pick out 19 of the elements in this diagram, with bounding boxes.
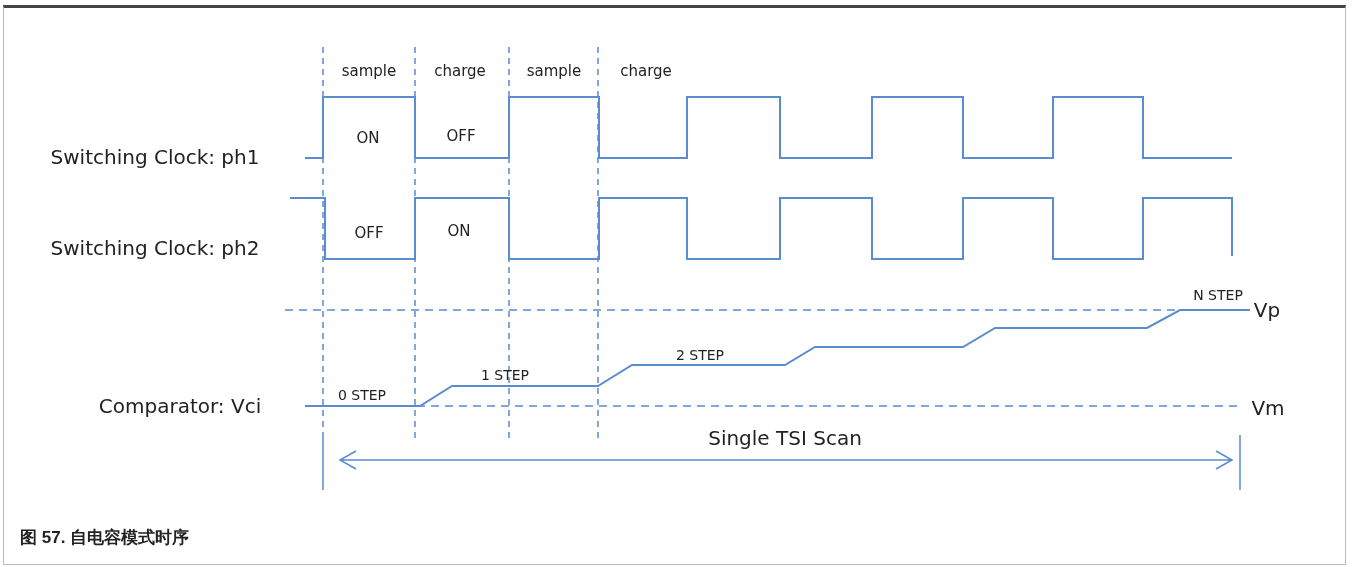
step-label: N STEP bbox=[1193, 287, 1243, 303]
step-label: 2 STEP bbox=[675, 347, 725, 363]
figure-caption: 图 57. 自电容模式时序 bbox=[20, 527, 190, 549]
signal-label: Comparator: Vci bbox=[98, 394, 262, 418]
state-label: ON bbox=[356, 129, 380, 147]
signal-label: Switching Clock: ph2 bbox=[50, 236, 260, 260]
voltage-label: Vm bbox=[1251, 396, 1285, 420]
phase-label: charge bbox=[434, 62, 486, 80]
phase-label: sample bbox=[341, 62, 397, 80]
dimension-label: Single TSI Scan bbox=[708, 426, 862, 450]
state-label: ON bbox=[447, 222, 471, 240]
phase-label: charge bbox=[620, 62, 672, 80]
state-label: OFF bbox=[354, 224, 384, 242]
voltage-label: Vp bbox=[1253, 298, 1281, 322]
signal-label: Switching Clock: ph1 bbox=[50, 145, 260, 169]
phase-label: sample bbox=[526, 62, 582, 80]
step-label: 1 STEP bbox=[480, 367, 530, 383]
state-label: OFF bbox=[446, 127, 476, 145]
step-label: 0 STEP bbox=[337, 387, 387, 403]
